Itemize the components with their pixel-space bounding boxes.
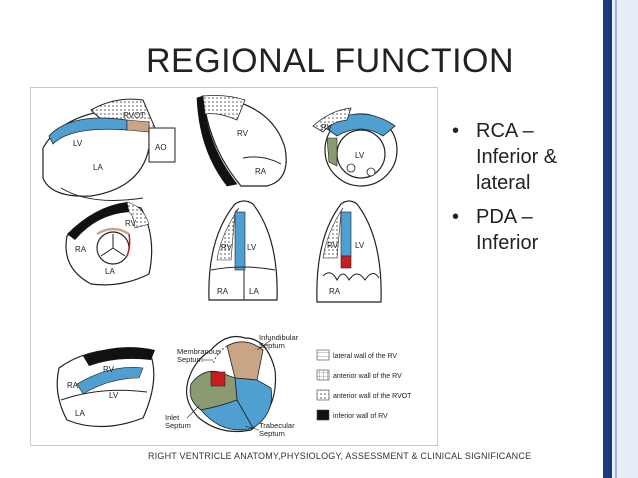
legend-label-anterior-rv: anterior wall of the RV [333,373,402,380]
label-rv: RV [125,219,137,228]
label-infundibular-1: Infundibular [259,333,299,342]
label-ra: RA [255,167,267,176]
label-rv: RV [237,129,249,138]
rv-regional-function-figure: RVOT AO LV LA RV RA RV LV [30,87,438,446]
label-lv: LV [355,151,365,160]
label-lv: LV [109,391,119,400]
label-la: LA [105,267,115,276]
bullet-dot-icon: • [452,120,460,142]
label-rvot: RVOT [123,111,145,120]
panel-short-axis: RV LV [312,107,398,187]
label-lv: LV [355,241,365,250]
bullet-dot-icon: • [452,206,460,228]
label-infundibular-2: Septum [259,341,285,350]
label-ra: RA [67,381,79,390]
slide-footer: RIGHT VENTRICLE ANATOMY,PHYSIOLOGY, ASSE… [148,451,532,461]
bullet-text: RCA – Inferior & lateral [476,120,558,194]
legend-swatch-anterior-rvot [316,389,330,401]
label-inlet-2: Septum [165,421,191,430]
label-la: LA [75,409,85,418]
bullet-list: • RCA – Inferior & lateral • PDA – Inferio… [450,118,600,264]
legend-swatch-anterior-rv [316,369,330,381]
label-ra: RA [329,287,341,296]
label-trabecular-1: Trabecular [259,421,295,430]
panel-apical-4ch: RV LV RA LA [208,200,278,301]
panel-aortic-level: RV RA LA [65,201,153,286]
legend-label-inferior: inferior wall of RV [333,413,388,420]
bullet-item: • PDA – Inferior [450,204,600,256]
panel-plax-rvot: RVOT AO LV LA [42,98,176,201]
legend-swatch-inferior [316,409,330,421]
panel-subcostal: RV RA LV LA [56,347,155,428]
label-inlet-1: Inlet [165,413,180,422]
label-trabecular-2: Septum [259,429,285,438]
label-lv: LV [73,139,83,148]
bullet-item: • RCA – Inferior & lateral [450,118,600,196]
label-membranous-2: Septum [177,355,203,364]
label-ao: AO [155,143,167,152]
legend-swatch-lateral [316,349,330,361]
figure-legend: lateral wall of the RV anterior wall of … [316,349,412,421]
label-ra: RA [217,287,229,296]
label-ra: RA [75,245,87,254]
label-rv: RV [103,365,115,374]
bullet-text: PDA – Inferior [476,206,539,254]
label-rv: RV [321,123,333,132]
legend-label-lateral: lateral wall of the RV [333,353,397,360]
label-la: LA [93,163,103,172]
right-rail-dark [603,0,612,478]
slide-title: REGIONAL FUNCTION [146,42,515,80]
label-lv: LV [247,243,257,252]
label-membranous-1: Membranous [177,347,221,356]
panel-rv-inflow: RV RA [196,95,287,187]
label-rv: RV [327,241,339,250]
panel-apical-inferior: RV LV RA [316,200,382,303]
right-rail-line [615,0,617,478]
label-rv: RV [221,243,233,252]
legend-label-anterior-rvot: anterior wall of the RVOT [333,393,412,400]
panel-rv-septum: Membranous Septum Infundibular Septum In… [165,333,299,438]
label-la: LA [249,287,259,296]
